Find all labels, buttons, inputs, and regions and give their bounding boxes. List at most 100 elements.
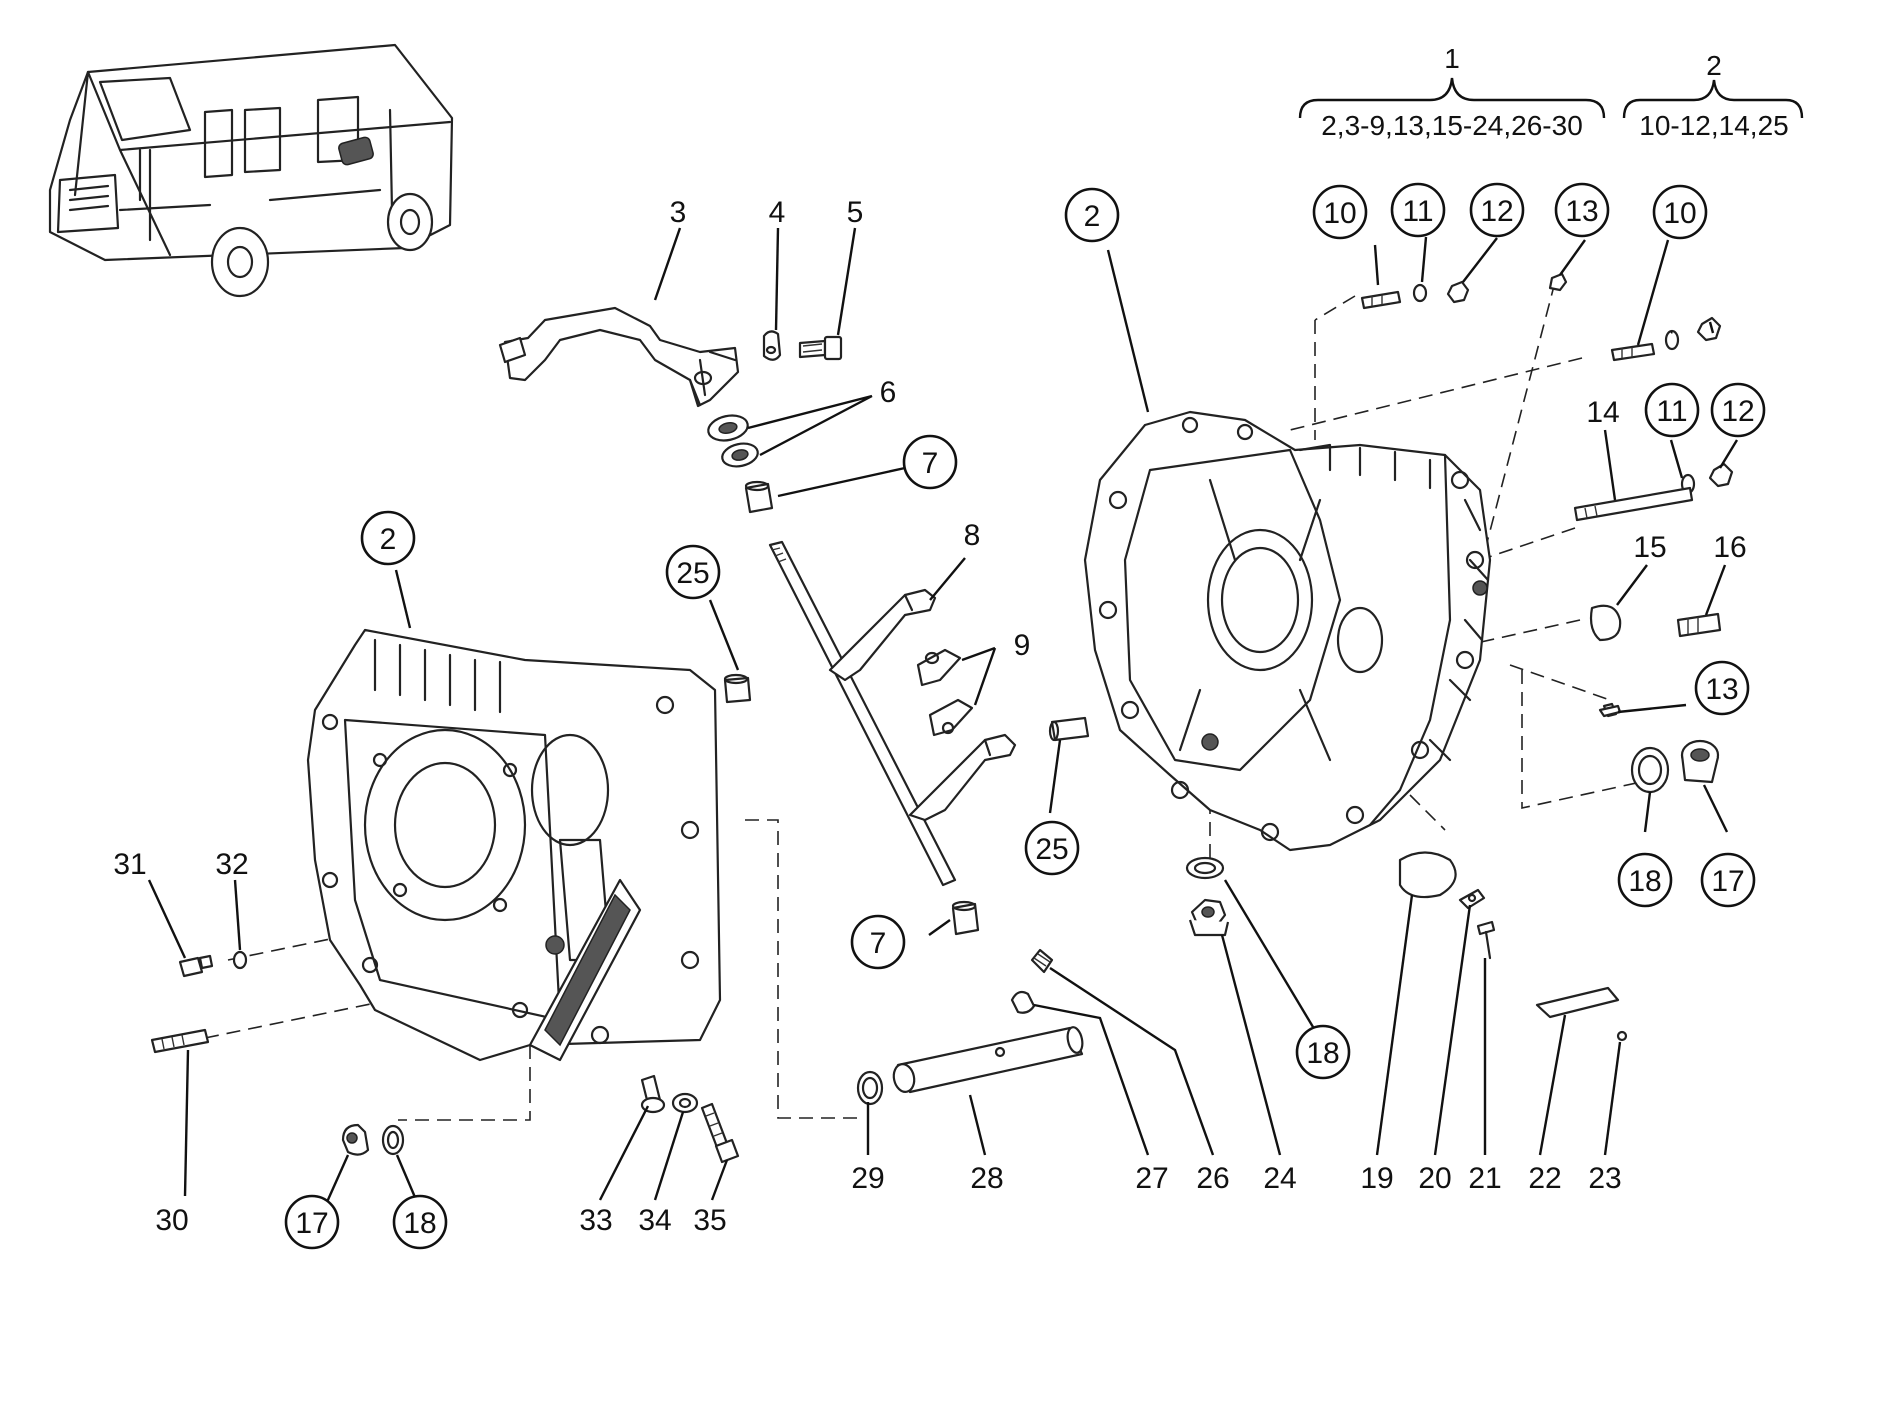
callout-circle: [392, 1194, 448, 1250]
callout-number: 14: [1586, 396, 1619, 429]
callout-circle: [1390, 182, 1446, 238]
group-2-label: 2: [1706, 50, 1722, 81]
callout-circle: [902, 434, 958, 490]
callout-number: 6: [880, 376, 897, 409]
callout-number: 18: [1628, 865, 1661, 898]
callout-circle: [284, 1194, 340, 1250]
callout-number: 31: [113, 848, 146, 881]
callout-17-right: 17: [1700, 852, 1756, 908]
parts-18-24-center: [1185, 856, 1230, 937]
callout-number: 19: [1360, 1162, 1393, 1195]
right-housing: [1083, 410, 1492, 852]
callout-number: 3: [670, 196, 687, 229]
callout-circle: [1617, 852, 1673, 908]
callout-32: 32: [215, 848, 248, 881]
callout-28: 28: [970, 1162, 1003, 1195]
callout-circle: [1312, 184, 1368, 240]
callout-circle: [1694, 660, 1750, 716]
callout-circle: [1710, 382, 1766, 438]
callout-18-right: 18: [1617, 852, 1673, 908]
parts-13-17-18-right: [1598, 702, 1720, 794]
parts-10-16: [1360, 272, 1734, 642]
group-1-range: 2,3-9,13,15-24,26-30: [1321, 110, 1583, 141]
callout-circle: [1554, 182, 1610, 238]
callout-circle: [1469, 182, 1525, 238]
callout-number: 13: [1565, 195, 1598, 228]
callout-number: 18: [403, 1207, 436, 1240]
callout-number: 17: [1711, 865, 1744, 898]
callout-number: 2: [380, 523, 397, 556]
callout-number: 11: [1402, 195, 1433, 228]
callout-23: 23: [1588, 1162, 1621, 1195]
group-1-header: 1 2,3-9,13,15-24,26-30: [1298, 43, 1606, 141]
callout-circle: [1295, 1024, 1351, 1080]
callout-25-right: 25: [1024, 820, 1080, 876]
part-7-lower: [951, 900, 980, 936]
callout-35: 35: [693, 1204, 726, 1237]
callout-number: 7: [922, 447, 939, 480]
group-2-range: 10-12,14,25: [1639, 110, 1788, 141]
small-parts-upper: [707, 330, 843, 514]
callout-29: 29: [851, 1162, 884, 1195]
callout-11-right: 11: [1644, 382, 1700, 438]
callout-number: 4: [769, 196, 786, 229]
callout-number: 13: [1705, 673, 1738, 706]
callout-3: 3: [670, 196, 687, 229]
callout-number: 9: [1014, 629, 1031, 662]
callout-25-left: 25: [665, 544, 721, 600]
part-8-shift-rail: [768, 540, 1017, 887]
callout-7-lower: 7: [850, 914, 906, 970]
callout-number: 12: [1480, 195, 1513, 228]
callout-number: 34: [638, 1204, 671, 1237]
callout-circle: [360, 510, 416, 566]
callout-circle: [850, 914, 906, 970]
callout-number: 16: [1713, 531, 1746, 564]
callout-number: 23: [1588, 1162, 1621, 1195]
callout-14: 14: [1586, 396, 1619, 429]
callout-number: 20: [1418, 1162, 1451, 1195]
callout-number: 2: [1084, 200, 1101, 233]
callout-number: 25: [676, 557, 709, 590]
callout-number: 10: [1323, 197, 1356, 230]
group-2-header: 2 10-12,14,25: [1622, 50, 1804, 141]
callout-2-right: 2: [1064, 187, 1120, 243]
callout-number: 32: [215, 848, 248, 881]
callout-6: 6: [880, 376, 897, 409]
callout-30: 30: [155, 1204, 188, 1237]
left-housing: [306, 628, 722, 1062]
callout-number: 15: [1633, 531, 1666, 564]
callout-21: 21: [1468, 1162, 1501, 1195]
vehicle-thumbnail: [48, 43, 454, 298]
callout-10-right: 10: [1652, 184, 1708, 240]
group-1-label: 1: [1444, 43, 1460, 74]
left-small-parts: [150, 950, 740, 1164]
callout-10-upper: 10: [1312, 184, 1368, 240]
callout-7-upper: 7: [902, 434, 958, 490]
callout-number: 12: [1721, 395, 1754, 428]
callout-circle: [1644, 382, 1700, 438]
callout-34: 34: [638, 1204, 671, 1237]
callout-number: 35: [693, 1204, 726, 1237]
callout-number: 17: [295, 1207, 328, 1240]
callout-13-lower: 13: [1694, 660, 1750, 716]
callout-number: 10: [1663, 197, 1696, 230]
callout-number: 33: [579, 1204, 612, 1237]
callout-20: 20: [1418, 1162, 1451, 1195]
callout-number: 28: [970, 1162, 1003, 1195]
callout-12-upper: 12: [1469, 182, 1525, 238]
callout-22: 22: [1528, 1162, 1561, 1195]
callout-number: 11: [1656, 395, 1687, 428]
callout-31: 31: [113, 848, 146, 881]
callout-number: 8: [964, 519, 981, 552]
callout-number: 5: [847, 196, 864, 229]
parts-26-29: [856, 948, 1084, 1106]
callout-number: 27: [1135, 1162, 1168, 1195]
part-3-bracket: [498, 306, 740, 408]
callout-number: 29: [851, 1162, 884, 1195]
callout-19: 19: [1360, 1162, 1393, 1195]
callout-4: 4: [769, 196, 786, 229]
callout-circle: [1652, 184, 1708, 240]
callout-circle: [1700, 852, 1756, 908]
callout-5: 5: [847, 196, 864, 229]
